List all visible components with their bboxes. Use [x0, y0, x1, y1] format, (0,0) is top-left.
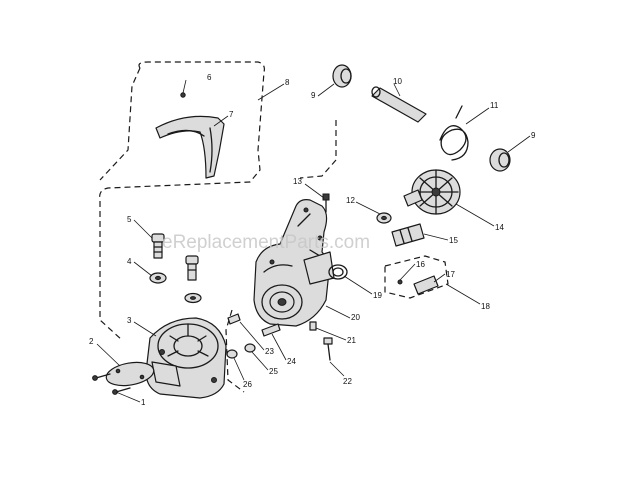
callout-12: 12	[346, 196, 355, 205]
callout-3: 3	[127, 316, 132, 325]
gear-housing	[145, 317, 227, 399]
screw-23	[227, 313, 241, 325]
fitting-17	[397, 275, 439, 295]
chute-deflector	[155, 115, 225, 179]
callout-5: 5	[127, 215, 132, 224]
pin-21	[309, 321, 317, 331]
shaft-15	[391, 223, 425, 247]
bolt-22	[323, 337, 333, 361]
callout-22: 22	[343, 377, 352, 386]
washer-25	[244, 343, 256, 353]
gear-case	[253, 199, 335, 327]
leader-lines	[96, 79, 531, 403]
watermark-text: eReplacementParts.com	[162, 232, 370, 253]
group-outline-bearing	[299, 120, 337, 179]
spoked-cap	[403, 169, 461, 215]
callout-15: 15	[449, 236, 458, 245]
bushing-9a	[332, 64, 352, 88]
callout-24: 24	[287, 357, 296, 366]
pin-24	[261, 323, 281, 337]
callout-23: 23	[265, 347, 274, 356]
callout-25: 25	[269, 367, 278, 376]
group-outline-housing	[99, 67, 141, 181]
spring-11	[439, 105, 469, 161]
callout-13: 13	[293, 177, 302, 186]
group-outline-chute	[99, 61, 265, 341]
callout-9b: 9	[531, 131, 536, 140]
screw-6	[180, 92, 186, 98]
screws-1	[92, 373, 131, 395]
callout-19: 19	[373, 291, 382, 300]
nut-26	[226, 349, 238, 359]
callout-26: 26	[243, 380, 252, 389]
washer-center	[184, 292, 202, 304]
bolt-center	[185, 255, 199, 281]
callout-21: 21	[347, 336, 356, 345]
pin-10	[371, 86, 427, 123]
callout-7: 7	[229, 110, 234, 119]
washer-12	[376, 212, 392, 224]
callout-18: 18	[481, 302, 490, 311]
callout-9a: 9	[311, 91, 316, 100]
callout-8: 8	[285, 78, 290, 87]
callout-2: 2	[89, 337, 94, 346]
bushing-9b	[489, 148, 511, 172]
callout-11: 11	[490, 101, 499, 110]
callout-17: 17	[446, 270, 455, 279]
callout-14: 14	[495, 223, 504, 232]
bolt-5	[151, 233, 165, 259]
nut-4	[149, 272, 167, 284]
callout-4: 4	[127, 257, 132, 266]
callout-16: 16	[416, 260, 425, 269]
callout-6: 6	[207, 73, 212, 82]
cover-plate	[105, 361, 155, 387]
group-outline-fitting	[384, 255, 449, 299]
callout-10: 10	[393, 77, 402, 86]
callout-1: 1	[141, 398, 146, 407]
callout-20: 20	[351, 313, 360, 322]
ring-19	[328, 264, 348, 280]
